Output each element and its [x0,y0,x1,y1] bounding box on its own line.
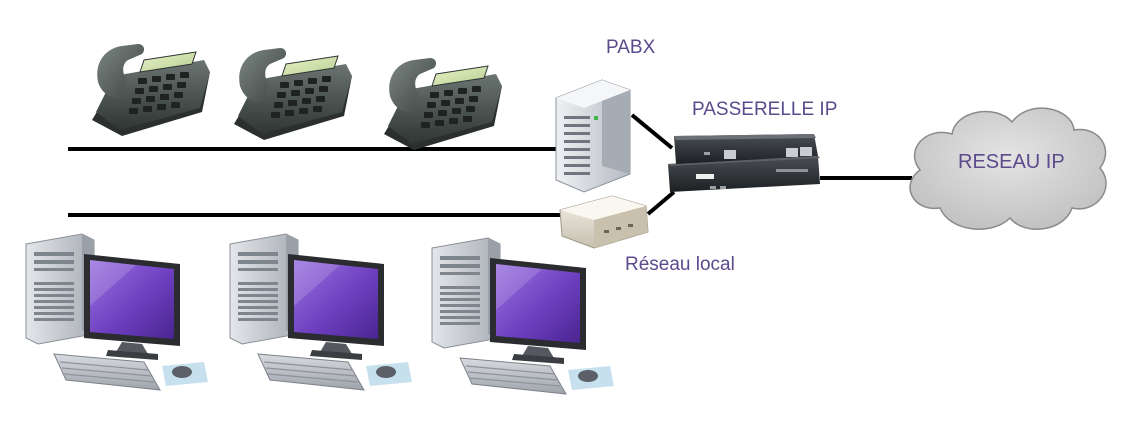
voip-gateway-icon [668,134,820,192]
phone-icon [383,57,503,151]
desktop-computer-icon [431,237,615,395]
lan-label: Réseau local [625,254,735,275]
phone-icon [233,47,353,141]
desktop-computer-icon [25,233,209,391]
gateway-label: PASSERELLE IP [692,99,838,120]
router-to-gateway-line [646,190,676,216]
pabx-to-gateway-line [630,113,674,150]
server-tower-icon [555,79,631,193]
phone-icon [91,43,211,137]
router-icon [559,195,649,249]
pabx-label: PABX [606,37,656,58]
desktop-computer-icon [229,233,413,391]
cloud-icon [909,107,1107,230]
network-label: RESEAU IP [958,151,1065,173]
